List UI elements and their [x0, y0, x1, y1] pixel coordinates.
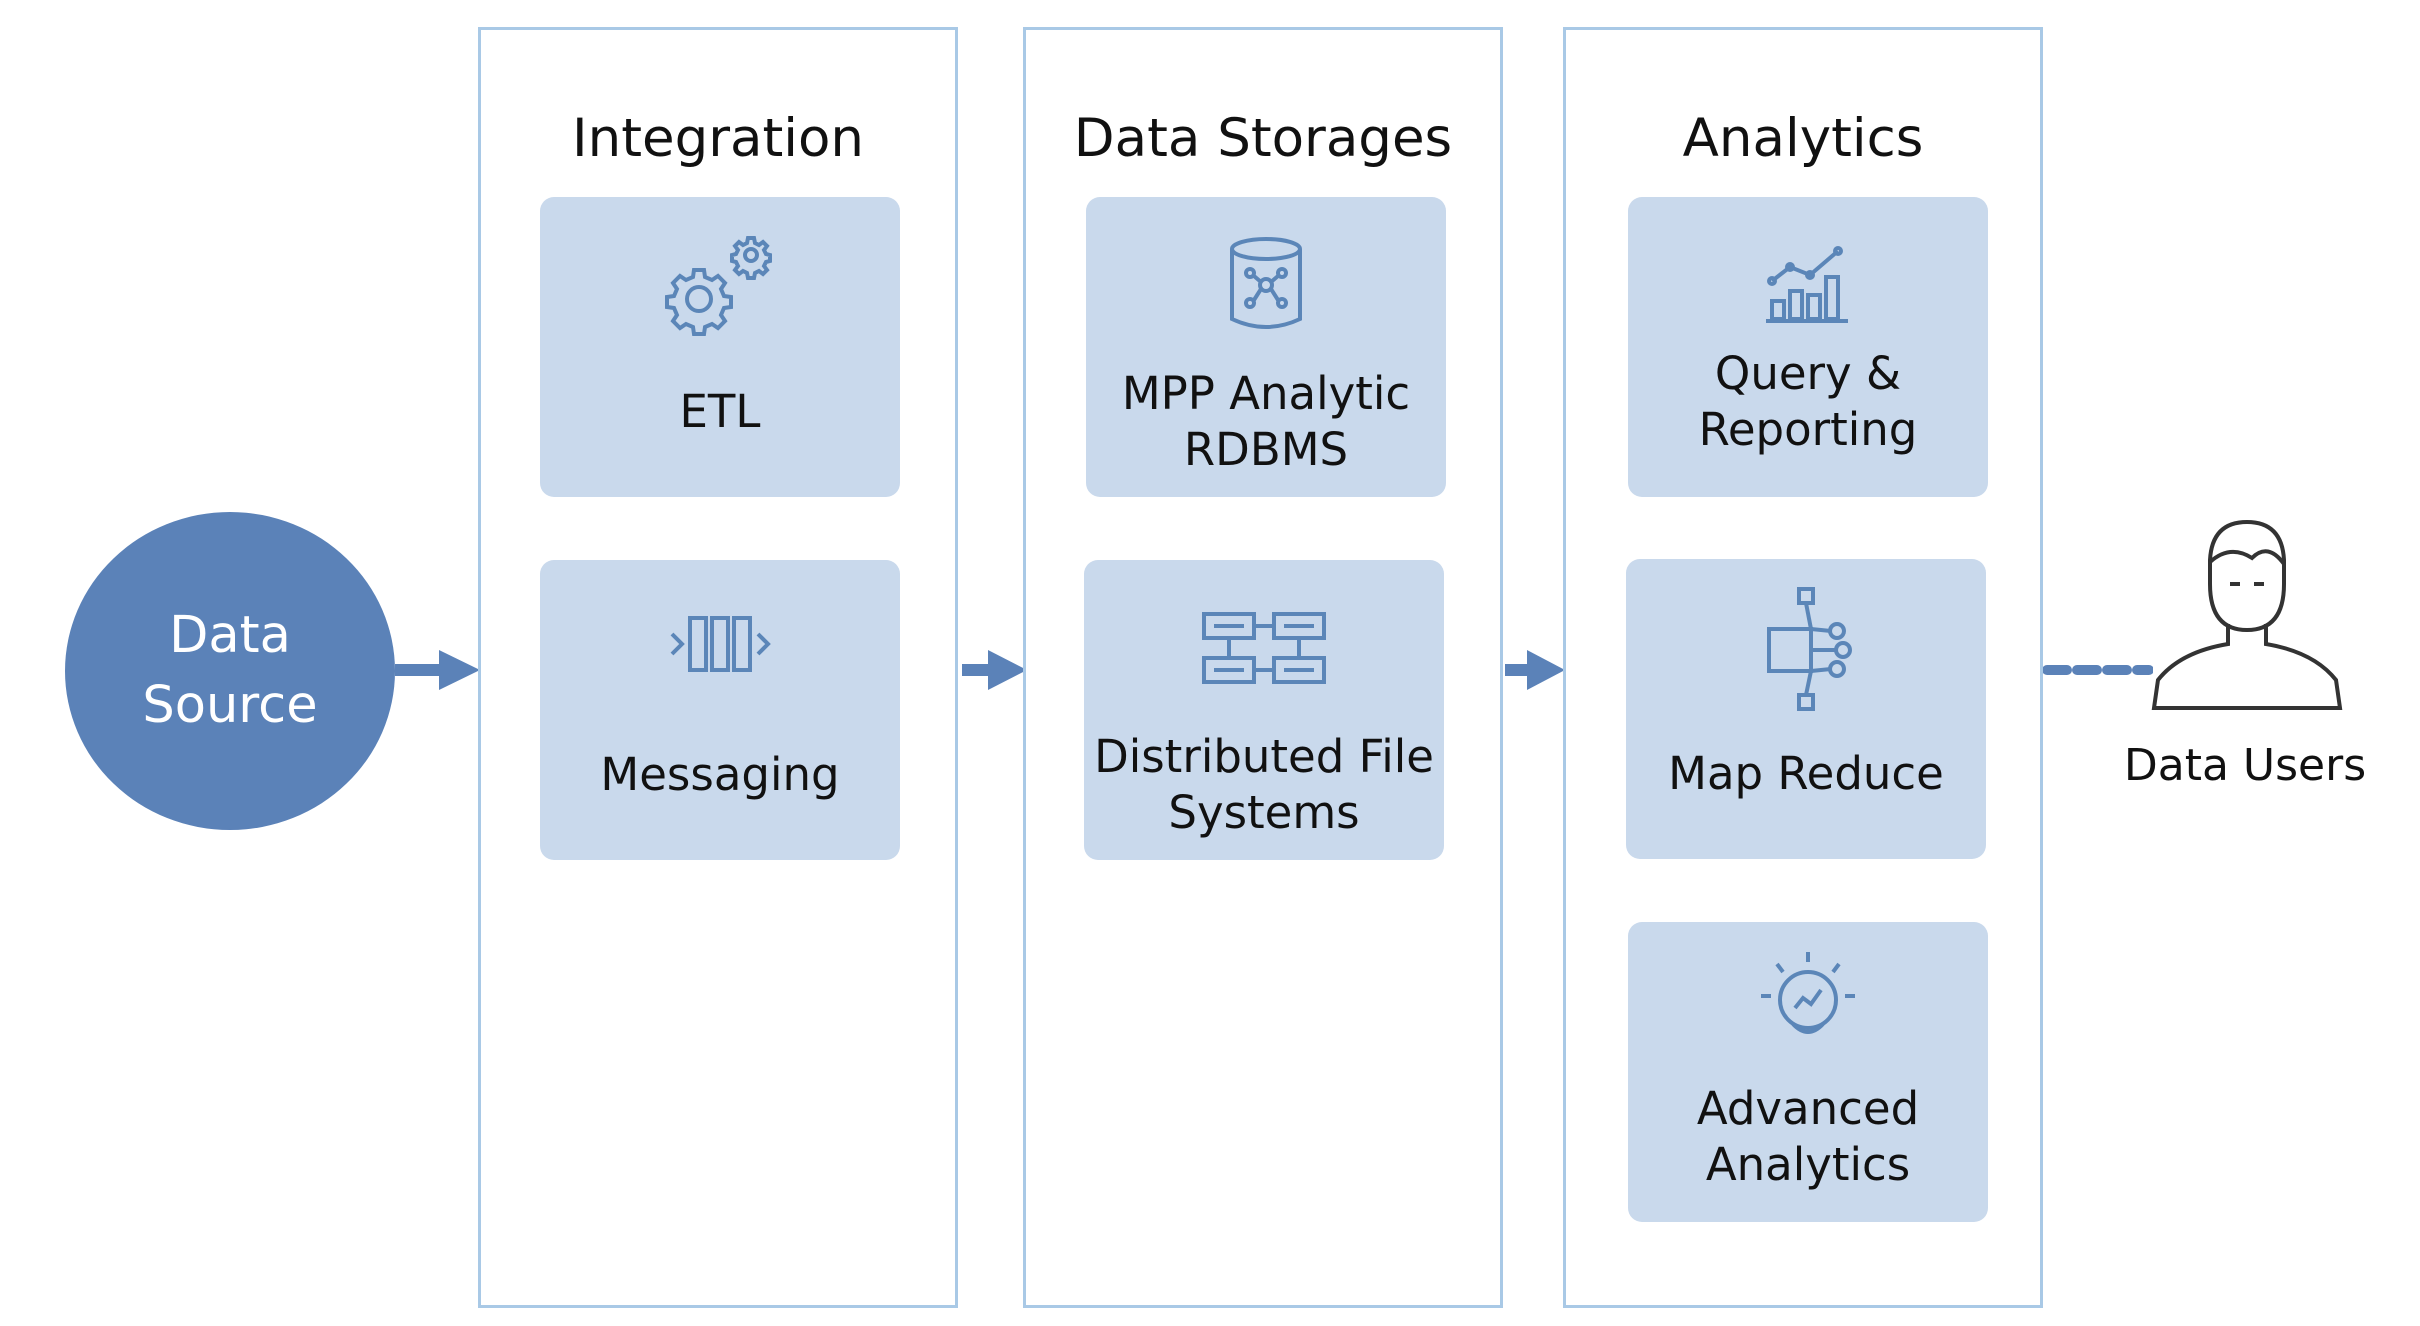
card-label-line1: Messaging: [600, 748, 840, 801]
card-label: Query & Reporting: [1628, 337, 1988, 467]
etl-card: ETL: [540, 197, 900, 497]
analytics-column: Analytics Query & Reporting: [1563, 27, 2043, 1308]
column-title: Integration: [571, 108, 865, 169]
card-label-line2: RDBMS: [1183, 423, 1349, 476]
database-icon: [1086, 233, 1446, 343]
data-users-label: Data Users: [2123, 740, 2367, 791]
gears-icon: [540, 233, 900, 343]
card-label-line1: MPP Analytic: [1121, 367, 1411, 420]
column-title: Data Storages: [1073, 108, 1453, 169]
network-nodes-icon: [1626, 587, 1986, 711]
card-label: ETL: [540, 347, 900, 477]
file-system-icon: [1084, 596, 1444, 706]
mpp-rdbms-card: MPP Analytic RDBMS: [1086, 197, 1446, 497]
card-label-line1: ETL: [679, 385, 761, 438]
data-source-label-line1: Data: [169, 606, 291, 665]
card-label: Messaging: [540, 710, 900, 840]
query-reporting-card: Query & Reporting: [1628, 197, 1988, 497]
integration-column: Integration ETL: [478, 27, 958, 1308]
card-label: Distributed File Systems: [1084, 720, 1444, 850]
card-label-line1: Query &: [1714, 347, 1902, 400]
user-icon: [2151, 519, 2343, 710]
card-label-line1: Map Reduce: [1668, 747, 1944, 800]
card-label: MPP Analytic RDBMS: [1086, 357, 1446, 487]
advanced-analytics-card: Advanced Analytics: [1628, 922, 1988, 1222]
arrow-integration-to-storages: [962, 650, 1027, 690]
arrow-storages-to-analytics: [1505, 650, 1565, 690]
card-label: Map Reduce: [1626, 709, 1986, 839]
messaging-card: Messaging: [540, 560, 900, 860]
card-label: Advanced Analytics: [1628, 1072, 1988, 1202]
card-label-line2: Analytics: [1705, 1138, 1911, 1191]
bar-chart-icon: [1628, 233, 1988, 343]
dashed-connector: [2043, 665, 2153, 675]
column-title: Analytics: [1682, 108, 1924, 169]
card-label-line1: Advanced: [1696, 1082, 1920, 1135]
data-source-node: Data Source: [65, 512, 395, 830]
message-queue-icon: [540, 596, 900, 706]
map-reduce-card: Map Reduce: [1626, 559, 1986, 859]
distributed-fs-card: Distributed File Systems: [1084, 560, 1444, 860]
card-label-line1: Distributed File: [1094, 730, 1434, 783]
card-label-line2: Systems: [1168, 786, 1360, 839]
data-source-label-line2: Source: [142, 676, 318, 735]
arrow-source-to-integration: [395, 650, 480, 690]
data-storages-column: Data Storages MPP Analytic RDBMS: [1023, 27, 1503, 1308]
card-label-line2: Reporting: [1698, 403, 1918, 456]
lightbulb-icon: [1628, 952, 1988, 1068]
